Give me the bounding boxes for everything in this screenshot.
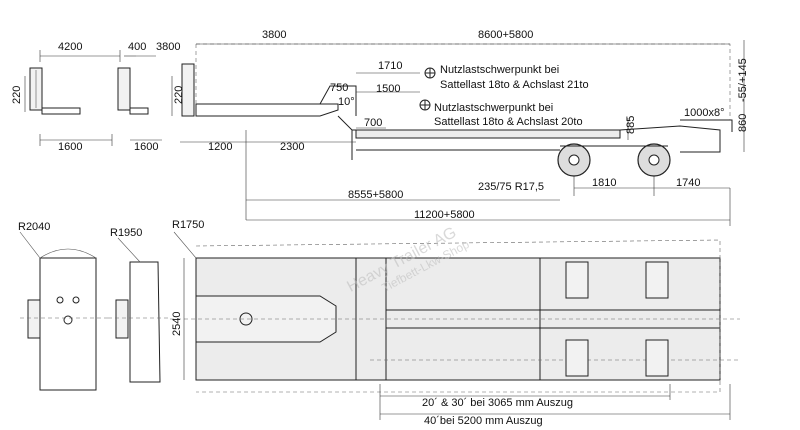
deck-plan: [170, 239, 740, 393]
plan-front-1: [19, 231, 110, 391]
dim-1600-b: 1600: [134, 141, 158, 153]
dim-ramp: 1000x8°: [684, 107, 725, 119]
width-2540: 2540: [171, 312, 183, 336]
front-view-3: [171, 63, 195, 117]
trailer-side-profile: [195, 43, 733, 177]
dim-700: 700: [364, 117, 382, 129]
dim-220-b: 220: [173, 86, 185, 104]
cg1-label-line1: Nutzlastschwerpunkt bei: [440, 64, 559, 76]
extension-40: 40´bei 5200 mm Auszug: [424, 415, 543, 427]
dim-3800-b: 3800: [262, 29, 286, 41]
plan-front-2: [108, 237, 168, 383]
dim-11200-5800: 11200+5800: [414, 209, 475, 221]
dim-vert-range: -55/+145: [737, 58, 749, 102]
front-view-1: [24, 50, 121, 146]
dim-860: 860: [737, 114, 749, 132]
dim-1810: 1810: [592, 177, 616, 189]
dim-1200: 1200: [208, 141, 232, 153]
dim-1600-a: 1600: [58, 141, 82, 153]
dim-400: 400: [128, 41, 146, 53]
dim-8555-5800: 8555+5800: [348, 189, 403, 201]
dim-750: 750: [330, 82, 348, 94]
radius-2040: R2040: [18, 221, 50, 233]
radius-1950: R1950: [110, 227, 142, 239]
dim-8600-5800: 8600+5800: [478, 29, 533, 41]
cg2-label-line1: Nutzlastschwerpunkt bei: [434, 102, 553, 114]
cg-marker-2: [419, 99, 431, 111]
front-view-2: [117, 55, 162, 141]
dim-1740: 1740: [676, 177, 700, 189]
cg1-label-line2: Sattellast 18to & Achslast 21to: [440, 79, 589, 91]
dim-885: 885: [625, 116, 637, 134]
cg2-label-line2: Sattellast 18to & Achslast 20to: [434, 116, 583, 128]
dim-1500: 1500: [376, 83, 400, 95]
dim-3800-a: 3800: [156, 41, 180, 53]
side-view: 4200 400 3800 3800 8600+5800 220 220 160…: [11, 29, 749, 226]
top-view: R2040 R1950 R1750 2540 20´ & 30´ bei 306…: [18, 219, 740, 427]
extension-20-30: 20´ & 30´ bei 3065 mm Auszug: [422, 397, 573, 409]
dim-2300: 2300: [280, 141, 304, 153]
cg-marker-1: [424, 67, 436, 79]
dim-220-a: 220: [11, 86, 23, 104]
angle-10: 10°: [338, 96, 355, 108]
tire-size: 235/75 R17,5: [478, 181, 544, 193]
dim-1710: 1710: [378, 60, 402, 72]
dim-4200: 4200: [58, 41, 82, 53]
radius-1750: R1750: [172, 219, 204, 231]
